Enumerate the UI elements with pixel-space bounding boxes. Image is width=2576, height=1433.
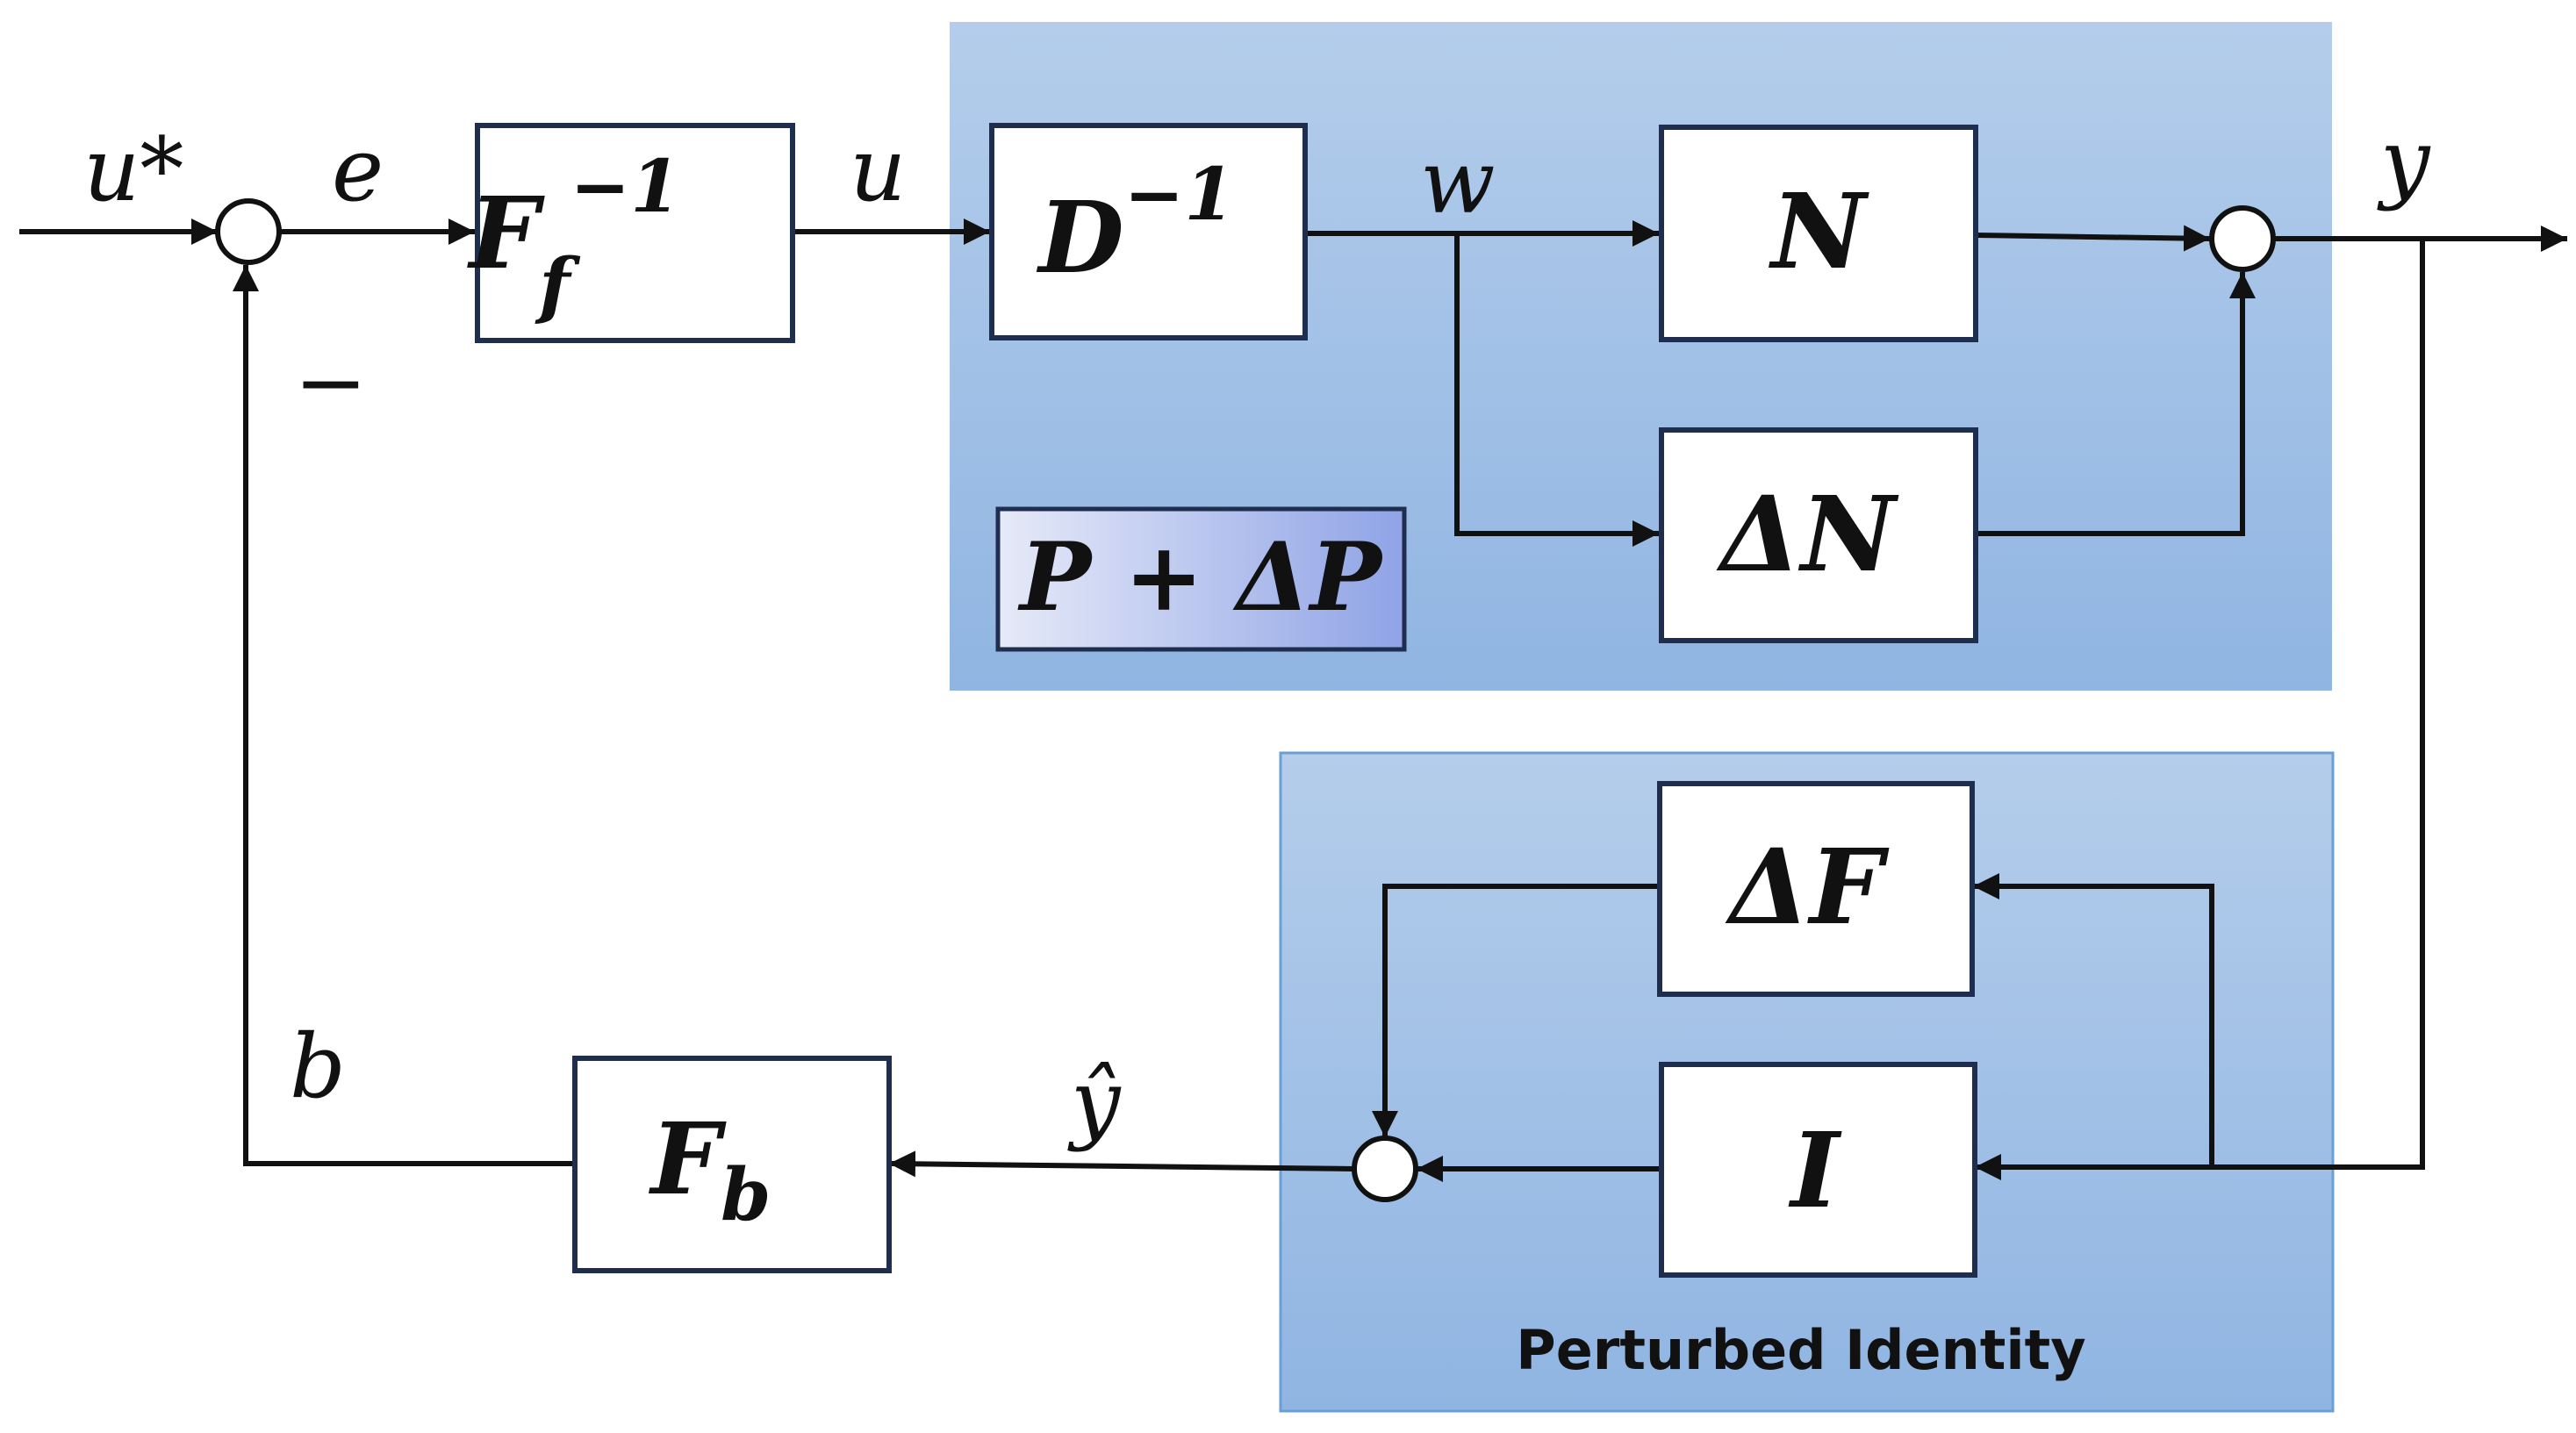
feedforward-inverse-block: Ff−1	[467, 123, 795, 343]
feedback-filter-block: Fb	[572, 1056, 892, 1273]
feedback-wire	[233, 265, 575, 1166]
delta-numerator-label: ΔN	[1716, 473, 1899, 595]
identity-sum-junction	[1352, 1136, 1418, 1202]
reference-label: u*	[83, 118, 183, 221]
delta-filter-block: ΔF	[1657, 781, 1975, 997]
latent-branch-wire	[1454, 233, 1659, 547]
svg-text:Ff−1: Ff−1	[467, 145, 681, 327]
d-superscript: −1	[1124, 153, 1235, 237]
feedforward-symbol: F	[467, 176, 546, 291]
input-sum-junction	[215, 198, 282, 265]
numerator-label: N	[1768, 170, 1869, 292]
delta-filter-out-wire	[1372, 884, 1659, 1137]
feedforward-superscript: −1	[570, 145, 681, 229]
signal-wires	[19, 219, 2567, 1182]
delta-numerator-out-wire	[1976, 272, 2256, 536]
output-sum-junction	[2209, 205, 2276, 272]
error-label: e	[332, 118, 384, 221]
plant-label: P + ΔP	[1017, 522, 1384, 633]
d-symbol: D	[1037, 181, 1124, 296]
estimate-label: ŷ	[1067, 1050, 1122, 1153]
identity-block: I	[1659, 1062, 1977, 1278]
identity-label: I	[1788, 1109, 1842, 1231]
output-feedback-wire	[1975, 239, 2425, 1180]
delta-filter-in-wire	[1973, 873, 2214, 1167]
svg-text:D−1: D−1	[1037, 153, 1235, 296]
delta-numerator-block: ΔN	[1659, 427, 1978, 643]
svg-text:Fb: Fb	[649, 1102, 771, 1237]
estimate-wire	[888, 1150, 1354, 1178]
feedback-label: b	[290, 1015, 346, 1118]
minus-sign: −	[294, 331, 368, 433]
latent-label: w	[1420, 131, 1496, 233]
feedback-filter-symbol: F	[649, 1102, 728, 1217]
output-label: y	[2377, 110, 2431, 212]
numerator-block: N	[1659, 125, 1978, 342]
d-inverse-block: D−1	[989, 123, 1308, 340]
numerator-out-wire	[1975, 225, 2211, 252]
plant-label-box	[995, 506, 1407, 652]
feedback-filter-subscript: b	[721, 1153, 771, 1237]
perturbed-identity-caption: Perturbed Identity	[1516, 1318, 2085, 1382]
delta-filter-label: ΔF	[1725, 826, 1890, 948]
control-label: u	[850, 118, 906, 221]
